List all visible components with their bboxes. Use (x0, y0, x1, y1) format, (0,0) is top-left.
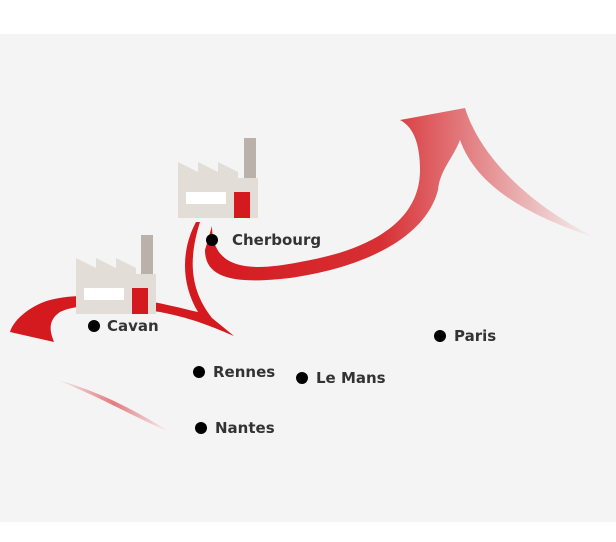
city-marker-cavan[interactable]: Cavan (88, 317, 159, 335)
city-label: Nantes (215, 419, 275, 437)
city-marker-nantes[interactable]: Nantes (195, 419, 275, 437)
city-marker-le-mans[interactable]: Le Mans (296, 369, 386, 387)
city-label: Le Mans (316, 369, 386, 387)
city-dot (296, 372, 308, 384)
city-dot (88, 320, 100, 332)
route-south-faded (58, 380, 170, 432)
route-cherbourg-east (205, 108, 596, 281)
city-label: Rennes (213, 363, 275, 381)
city-label: Paris (454, 327, 496, 345)
city-marker-paris[interactable]: Paris (434, 327, 496, 345)
city-label: Cherbourg (232, 231, 321, 249)
city-dot (206, 234, 218, 246)
city-label: Cavan (107, 317, 159, 335)
factory-icon (178, 138, 258, 218)
city-marker-rennes[interactable]: Rennes (193, 363, 275, 381)
route-cherbourg-south (10, 222, 234, 342)
city-dot (193, 366, 205, 378)
city-marker-cherbourg[interactable]: Cherbourg (206, 231, 321, 249)
city-dot (195, 422, 207, 434)
factory-icon (76, 235, 156, 314)
city-dot (434, 330, 446, 342)
